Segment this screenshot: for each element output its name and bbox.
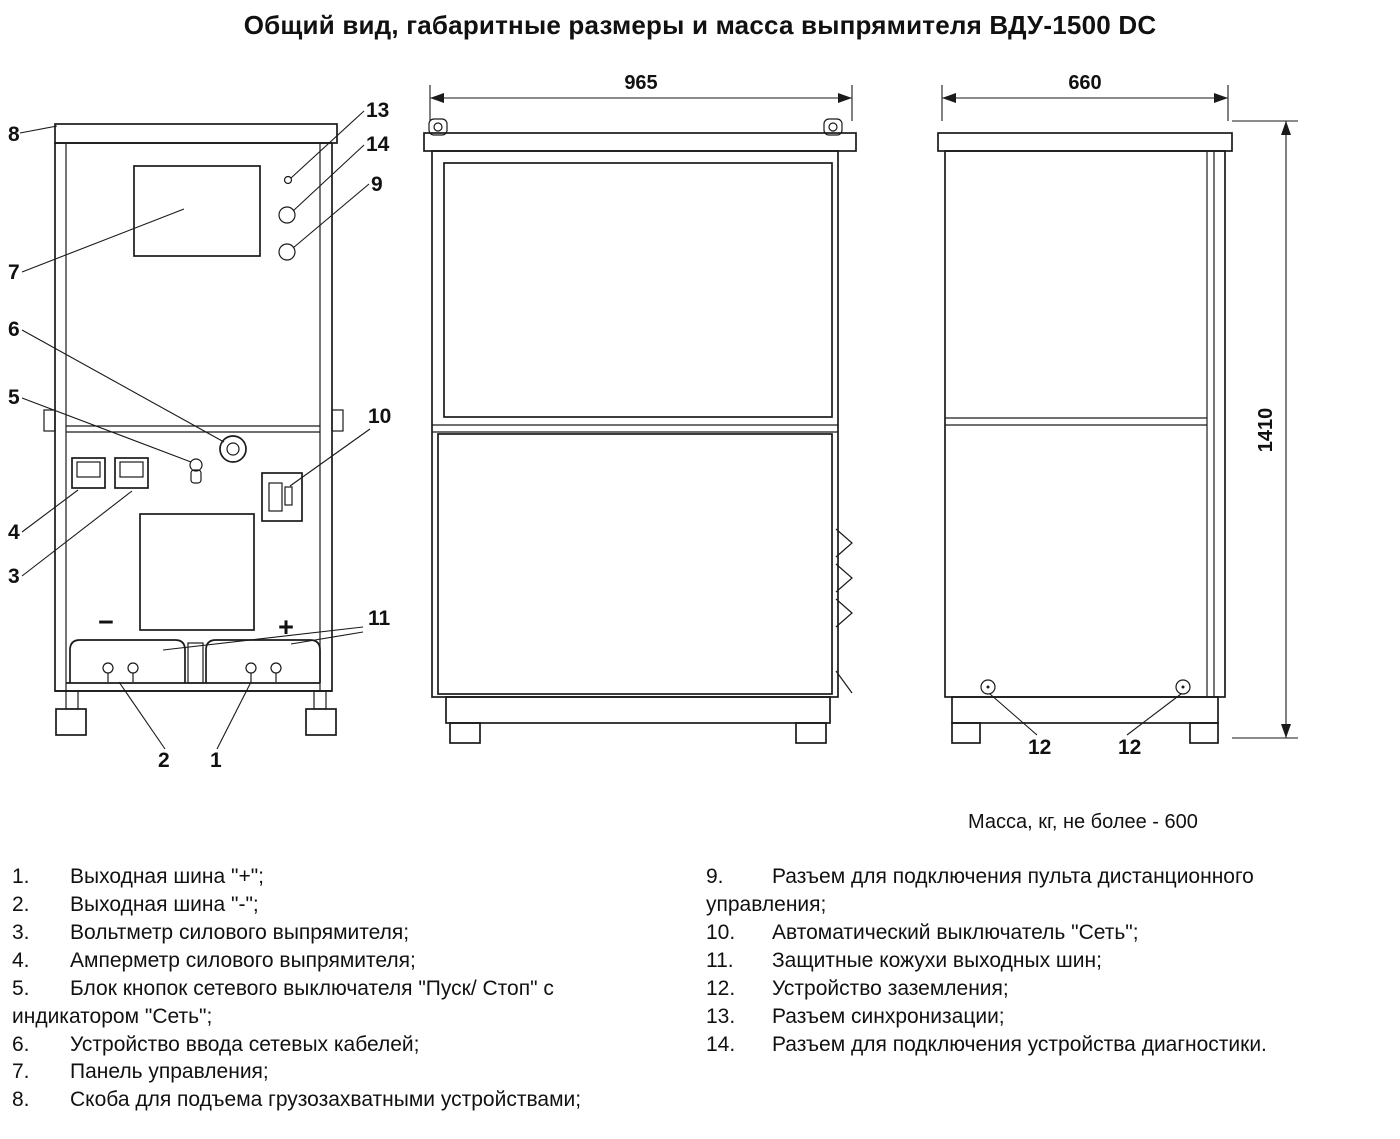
legend-text: Выходная шина "-"; [70,892,259,916]
callout-13: 13 [366,99,389,122]
legend-text: Вольтметр силового выпрямителя; [70,920,410,944]
sync-connector [283,175,293,185]
callout-12-left: 12 [1028,736,1051,759]
legend-text: Устройство ввода сетевых кабелей; [70,1032,420,1056]
legend-text: Блок кнопок сетевого выключателя "Пуск/ … [12,976,554,1028]
legend-number: 1. [12,865,30,888]
lifting-bracket [54,123,338,144]
back-view: 660 1410 12 12 [937,72,1298,759]
legend-number: 7. [12,1060,30,1084]
legend-item-6: 6. Устройство ввода сетевых кабелей; [12,1031,620,1059]
legend-text: Разъем для подключения устройства диагно… [772,1032,1267,1056]
lifting-eye-right [823,118,843,136]
dim-height: 1410 [1255,408,1277,453]
foot-left [55,708,87,736]
legend-item-5: 5.Блок кнопок сетевого выключателя "Пуск… [12,975,620,1031]
dim-width-side: 965 [624,72,657,94]
callout-1: 1 [210,749,222,772]
legend-number: 5. [12,976,30,1000]
control-panel [133,165,261,257]
legend-number: 10. [706,920,736,944]
legend-item-7: 7. Панель управления; [12,1058,620,1086]
ammeter [71,457,106,489]
legend-item-1: 1. Выходная шина "+"; [12,863,620,891]
legend-item-14: 14. Разъем для подключения устройства диа… [706,1031,1361,1059]
callout-12-right: 12 [1118,736,1141,759]
bus-cover-right [205,639,321,683]
callout-2: 2 [158,749,170,772]
callout-5: 5 [8,386,20,409]
lifting-eye-left [428,118,448,136]
legend-item-11: 11. Защитные кожухи выходных шин; [706,947,1361,975]
foot-left [951,722,981,744]
legend-column-left: 1. Выходная шина "+"; 2. Выходная шина "-"… [12,863,620,1114]
callout-9: 9 [371,173,383,196]
foot-right [795,722,827,744]
foot-left [449,722,481,744]
legend-number: 2. [12,892,30,916]
grounding-screw-left [980,679,996,695]
legend-item-4: 4. Амперметр силового выпрямителя; [12,947,620,975]
bus-cover-left [69,639,186,683]
legend-item-12: 12. Устройство заземления; [706,975,1361,1003]
grounding-screw-right [1175,679,1191,695]
legend-item-10: 10. Автоматический выключатель "Сеть"; [706,919,1361,947]
mains-breaker [261,472,303,522]
legend-item-9: 9.Разъем для подключения пульта дистанци… [706,863,1361,919]
legend-number: 3. [12,920,30,944]
lower-door [437,433,833,695]
cable-entry [219,435,247,463]
front-view: − + [8,99,391,772]
legend-text: Разъем для подключения пульта дистанцион… [706,865,1254,916]
plus-sign: + [278,612,294,642]
legend-item-3: 3. Вольтметр силового выпрямителя; [12,919,620,947]
minus-sign: − [98,607,114,637]
legend-number: 13. [706,1004,736,1028]
legend-text: Автоматический выключатель "Сеть"; [772,920,1139,944]
legend-text: Защитные кожухи выходных шин; [772,948,1102,972]
legend-number: 9. [706,865,724,888]
legend-column-right: 9.Разъем для подключения пульта дистанци… [706,863,1361,1114]
legend-text: Скоба для подъема грузозахватными устрой… [70,1088,582,1112]
output-bus-plus [245,662,282,682]
legend-text: Амперметр силового выпрямителя; [70,948,416,972]
legend-number: 6. [12,1032,30,1056]
technical-drawing: − + [8,72,1298,833]
callout-8: 8 [8,123,20,146]
legend-number: 12. [706,976,736,1000]
legend-item-2: 2. Выходная шина "-"; [12,891,620,919]
legend-number: 11. [706,948,734,972]
legend-number: 4. [12,948,30,972]
callout-10: 10 [368,405,391,428]
legend-number: 14. [706,1032,736,1056]
louvers [835,528,853,694]
callout-4: 4 [8,521,20,544]
callout-14: 14 [366,133,390,156]
voltmeter [114,457,149,489]
upper-door [443,162,833,418]
start-stop-block [189,458,203,484]
foot-right [305,708,337,736]
callout-6: 6 [8,318,20,341]
legend-item-13: 13. Разъем синхронизации; [706,1003,1361,1031]
diagnostics-connector [278,206,296,224]
callout-11: 11 [368,607,391,630]
foot-right [1189,722,1219,744]
mass-note: Масса, кг, не более - 600 [968,811,1198,833]
output-bus-minus [102,662,139,682]
legend-text: Устройство заземления; [772,976,1009,1000]
page-title: Общий вид, габаритные размеры и масса вы… [243,10,1157,40]
side-view: 965 [423,72,857,744]
legend-text: Панель управления; [70,1060,269,1084]
remote-control-connector [278,243,296,261]
legend-text: Разъем синхронизации; [772,1004,1005,1028]
legend-item-8: 8. Скоба для подъема грузозахватными устр… [12,1086,620,1114]
legend: 1. Выходная шина "+"; 2. Выходная шина "-"… [0,863,1400,1114]
dim-width-back: 660 [1068,72,1101,94]
legend-number: 8. [12,1088,30,1112]
legend-text: Выходная шина "+"; [70,865,265,888]
callout-3: 3 [8,565,20,588]
callout-7: 7 [8,261,20,284]
